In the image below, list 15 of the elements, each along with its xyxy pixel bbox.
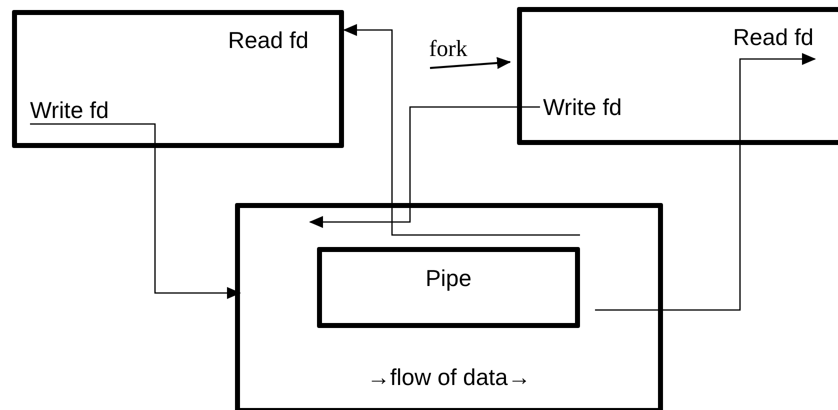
arrow: [430, 57, 511, 69]
box-label: Pipe: [424, 264, 473, 292]
process-box: [12, 10, 344, 148]
fd-label: Read fd: [228, 26, 318, 54]
fd-label: Write fd: [543, 93, 643, 121]
fd-label: Write fd: [30, 96, 130, 124]
box-label: →flow of data→: [366, 363, 532, 391]
process-box: [235, 203, 663, 410]
arrow: [343, 24, 580, 236]
arrow: [309, 106, 540, 228]
process-box: [317, 247, 580, 328]
fd-label: Read fd: [733, 23, 823, 51]
process-box: [517, 7, 838, 145]
arrow: [595, 53, 816, 311]
arrow: [30, 123, 241, 299]
